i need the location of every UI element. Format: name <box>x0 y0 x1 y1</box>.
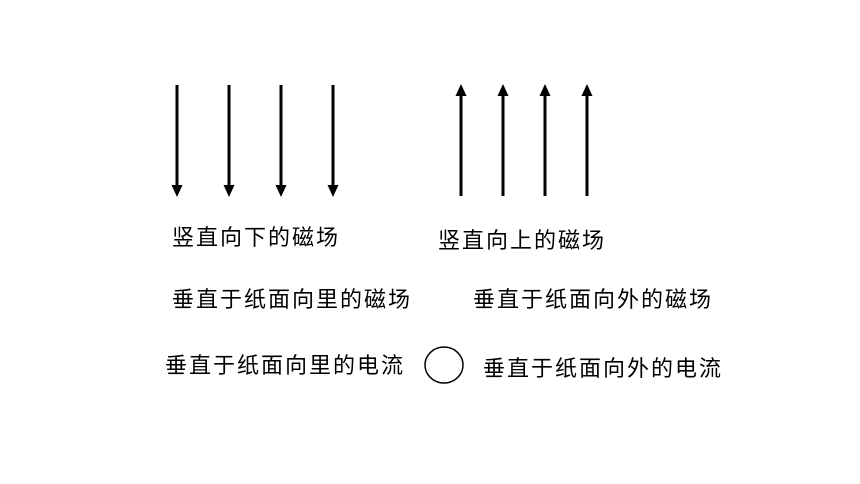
current-out-circle-icon <box>424 346 464 384</box>
arrow-down-icon <box>223 85 235 197</box>
arrow-up-icon <box>497 84 509 196</box>
downward-field-lines <box>171 85 339 197</box>
arrow-head <box>327 185 339 197</box>
arrow-up-icon <box>581 84 593 196</box>
arrow-head <box>171 185 183 197</box>
arrow-up-icon <box>539 84 551 196</box>
arrow-head <box>497 84 509 96</box>
label-current-out-of-page: 垂直于纸面向外的电流 <box>483 357 724 382</box>
arrow-head <box>275 185 287 197</box>
arrow-down-icon <box>275 85 287 197</box>
arrow-down-icon <box>171 85 183 197</box>
label-field-up: 竖直向上的磁场 <box>438 229 607 254</box>
arrow-down-icon <box>327 85 339 197</box>
arrow-up-icon <box>455 84 467 196</box>
arrow-head <box>223 185 235 197</box>
arrow-head <box>539 84 551 96</box>
upward-field-lines <box>455 84 593 196</box>
arrow-head <box>455 84 467 96</box>
label-field-down: 竖直向下的磁场 <box>172 226 341 251</box>
label-current-into-page: 垂直于纸面向里的电流 <box>165 354 406 379</box>
label-field-into-page: 垂直于纸面向里的磁场 <box>172 288 413 313</box>
label-field-out-of-page: 垂直于纸面向外的磁场 <box>473 288 714 313</box>
arrow-head <box>581 84 593 96</box>
